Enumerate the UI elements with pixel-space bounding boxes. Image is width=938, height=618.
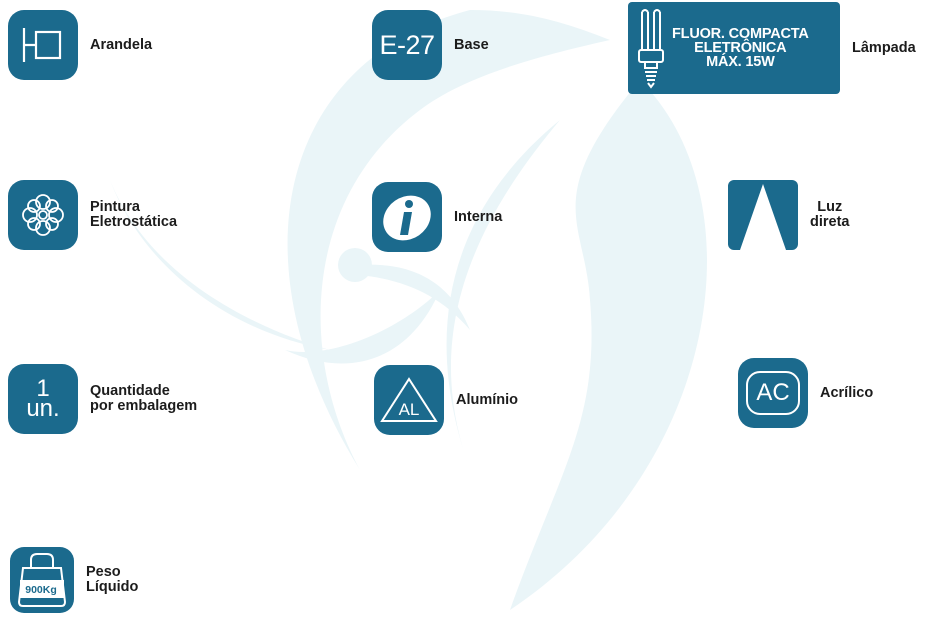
label-line-1: Quantidade <box>90 383 170 399</box>
spec-label: Interna <box>454 208 503 225</box>
label-line-1: Peso <box>86 564 121 580</box>
quantity-count: 1 <box>36 375 50 402</box>
spec-aluminio: AL Alumínio <box>374 365 518 435</box>
spec-quantidade: 1 un. Quantidade por embalagem <box>8 364 197 434</box>
acrylic-code: AC <box>756 379 790 406</box>
spec-interna: Interna <box>372 182 502 252</box>
direct-light-icon <box>740 184 786 250</box>
base-icon: E-27 <box>372 10 442 80</box>
info-icon-tile <box>372 182 442 252</box>
spec-peso: 900Kg Peso Líquido <box>10 547 138 613</box>
spec-label: Arandela <box>90 36 153 53</box>
label-line-1: Pintura <box>90 199 140 215</box>
label-line-1: Luz <box>817 199 843 215</box>
label-line-2: Líquido <box>86 579 139 595</box>
base-code: E-27 <box>379 29 435 60</box>
quantity-value: 1 un. <box>26 375 60 422</box>
cfl-bulb-icon <box>638 9 664 89</box>
spec-label: Quantidade por embalagem <box>90 384 197 414</box>
label-line-2: Eletrostática <box>90 214 178 230</box>
sconce-icon-tile <box>8 10 78 80</box>
weight-icon <box>17 553 67 607</box>
lamp-spec-text: FLUOR. COMPACTA ELETRÔNICA MÁX. 15W <box>672 26 809 70</box>
spec-label: Base <box>454 36 489 53</box>
acrylic-icon: AC <box>746 371 800 415</box>
quantity-icon: 1 un. <box>8 364 78 434</box>
label-line-2: por embalagem <box>90 398 198 414</box>
aluminum-icon-tile: AL <box>374 365 444 435</box>
spec-label: Alumínio <box>456 391 519 408</box>
flower-pattern-icon <box>22 194 64 236</box>
aluminum-code: AL <box>399 400 420 419</box>
lamp-line-2: ELETRÔNICA <box>694 40 787 56</box>
spec-lampada: FLUOR. COMPACTA ELETRÔNICA MÁX. 15W Lâmp… <box>628 2 916 94</box>
spec-acrilico: AC Acrílico <box>738 358 873 428</box>
lamp-line-3: MÁX. 15W <box>706 54 775 70</box>
weight-value: 900Kg <box>25 584 57 596</box>
lamp-line-1: FLUOR. COMPACTA <box>672 26 809 42</box>
info-icon <box>383 195 431 241</box>
aluminum-icon: AL <box>380 377 438 422</box>
spec-label: Peso Líquido <box>86 565 138 595</box>
lamp-box: FLUOR. COMPACTA ELETRÔNICA MÁX. 15W <box>628 2 840 94</box>
acrylic-icon-tile: AC <box>738 358 808 428</box>
flower-pattern-tile <box>8 180 78 250</box>
sconce-icon <box>22 28 62 62</box>
label-line-2: direta <box>810 214 850 230</box>
spec-label: Pintura Eletrostática <box>90 200 177 230</box>
direct-light-tile <box>728 180 798 250</box>
spec-base: E-27 Base <box>372 10 489 80</box>
spec-arandela: Arandela <box>8 10 152 80</box>
weight-icon-tile: 900Kg <box>10 547 74 613</box>
spec-label: Luz direta <box>810 200 850 230</box>
spec-pintura: Pintura Eletrostática <box>8 180 177 250</box>
spec-luz: Luz direta <box>728 180 850 250</box>
spec-label: Lâmpada <box>852 39 916 56</box>
spec-label: Acrílico <box>820 384 874 401</box>
quantity-unit: un. <box>26 395 60 422</box>
